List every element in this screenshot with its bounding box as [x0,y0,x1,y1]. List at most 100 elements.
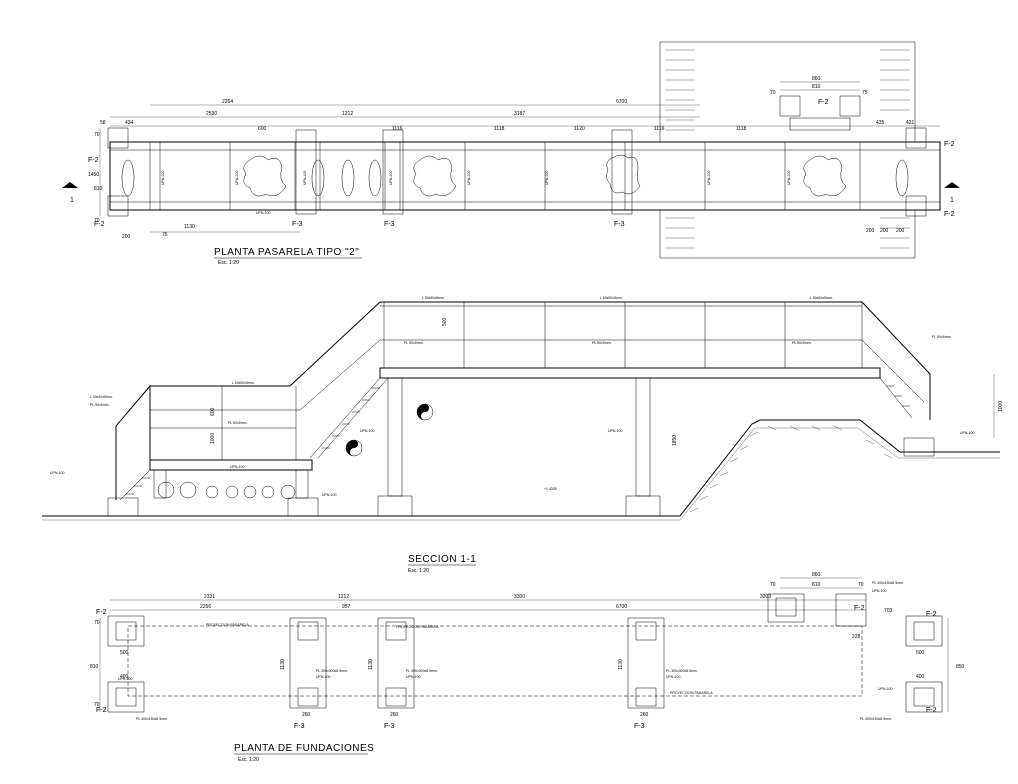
sec-label-upn-4: UPN-100 [960,431,974,435]
adjacent-structure [659,41,916,259]
cross-members [149,142,861,210]
plan-footing-label-6: F-2 [944,141,955,148]
dim-plan-18: 70 [770,90,776,96]
fnd-upn-4: UPN-100 [118,677,132,681]
sec-label-plate-mid-3: PL 50x5mm. [792,341,812,345]
dim-plan-14: 810 [812,84,821,90]
fnd-upn-6: UPN-100 [878,687,892,691]
left-stair-steps [322,387,380,449]
fnd-upn-3: UPN-100 [666,675,680,679]
section-mark-right: 1 [950,197,954,204]
fnd-footing-label-8: F-2 [926,707,937,714]
fnd-plate-5: PL 400x150x8.5mm. [872,581,904,585]
fnd-side-6: 1130 [280,659,286,670]
fnd-dim-3: 3300 [514,594,525,600]
sec-label-plate-low: PL 50x5mm. [228,421,248,425]
dim-plan-12: 1118 [736,126,747,132]
sec-label-plate-mid: PL 50x5mm. [404,341,424,345]
slope-hatch [689,425,893,513]
fnd-plate-3: PL 300x300x8.5mm. [666,669,698,673]
fnd-plate-1: PL 300x300x8.5mm. [316,669,348,673]
fnd-footing-label-1: F-2 [96,609,107,616]
fnd-dim-11: 70 [858,582,864,588]
fnd-plate-6: PL 400x150x8.5mm. [860,717,892,721]
dim-plan-bot-6: 200 [896,228,905,234]
plan-dim-lines [99,81,940,233]
fnd-side-15: 228 [852,634,861,640]
fnd-dim-5: 2256 [200,604,211,610]
fnd-footing-label-2: F-2 [96,707,107,714]
fnd-side-11: 260 [640,712,649,718]
plan-member-8: UPN-100 [787,171,791,185]
plan-footing-label-2: F-2 [94,221,105,228]
dim-plan-6: 434 [125,120,134,126]
fnd-side-9: 260 [302,712,311,718]
plan-member-1: UPN-100 [161,171,165,185]
dim-plan-11: 1116 [654,126,665,132]
sec-dim-height: 1000 [998,401,1004,412]
fnd-projection-3: PROYECCION PASARELA [670,691,713,695]
fnd-side-2: 810 [90,664,99,670]
section-marker-right [944,182,960,188]
walkway-section [42,301,1000,521]
dim-plan-bot-5: 200 [880,228,889,234]
sec-dim-rail-2: 600 [210,407,216,416]
dim-plan-3: 2530 [206,111,217,117]
dim-plan-4: 1212 [342,111,353,117]
fnd-dim-7: 6700 [616,604,627,610]
dim-plan-17: 58 [100,120,106,126]
sec-label-upn-3: UPN-100 [50,471,64,475]
foundation-footings [107,593,943,713]
fnd-footing-label-3: F-3 [294,723,305,730]
plan-member-9: UPN-100 [256,211,270,215]
dim-plan-1: 2264 [222,99,233,105]
sec-label-level: +1.4335 [544,487,557,491]
fnd-side-13: 400 [916,674,925,680]
dim-plan-19: 75 [862,90,868,96]
fnd-dim-4: 3203 [760,594,771,600]
fnd-side-8: 1130 [618,659,624,670]
section-footings [107,437,935,517]
sec-label-upn-1: UPN-100 [360,429,374,433]
sec-label-angle-top-2: L 50x50x5mm. [600,296,623,300]
rail-posts [383,302,863,368]
fnd-side-12: 500 [916,650,925,656]
dim-plan-bot-1: 200 [122,234,131,240]
right-stair-steps [886,385,910,407]
fnd-side-1: 70 [94,620,100,626]
plan-footing-label-3: F-3 [292,221,303,228]
fnd-footing-label-7: F-2 [926,611,937,618]
fnd-projection-2: PROYECCION PASARELA [396,625,439,629]
dim-plan-bot-2: 75 [162,232,168,238]
dim-plan-side-4: 70 [94,218,100,224]
plan-footing-label-5: F-3 [614,221,625,228]
dim-plan-bot-3: 1130 [184,224,195,230]
sec-dim-rail-1: 500 [442,317,448,326]
dim-plan-8: 1116 [392,126,403,132]
sec-label-plate-right: PL 50x5mm. [932,335,952,339]
dim-plan-side-1: 70 [94,132,100,138]
fnd-side-7: 1130 [368,659,374,670]
dim-plan-side-2: 1450 [88,172,99,178]
plan-member-4: UPN-100 [389,171,393,185]
sec-label-angle-top: L 50x50x5mm. [422,296,445,300]
foundation-plan [99,577,949,713]
section-mark-left: 1 [70,197,74,204]
fnd-footing-label-6: F-2 [854,605,865,612]
dim-plan-16: 421 [906,120,915,126]
plan-footing-label-1: F-2 [88,157,99,164]
fnd-dim-2: 1212 [338,594,349,600]
plan-footing-label-7: F-2 [944,211,955,218]
plan-footing-label-4: F-3 [384,221,395,228]
dim-plan-15: 435 [876,120,885,126]
section-scale: Esc. 1:20 [408,568,429,574]
dim-plan-side-3: 810 [94,186,103,192]
foundations-scale: Esc. 1:20 [238,757,259,763]
section-title: SECCION 1-1 [408,554,476,565]
fnd-side-3: 70 [94,702,100,708]
sec-dim-rail-3: 1000 [210,433,216,444]
fnd-dim-8: 860 [812,572,821,578]
dim-plan-13: 860 [812,76,821,82]
fnd-upn-1: UPN-100 [316,675,330,679]
